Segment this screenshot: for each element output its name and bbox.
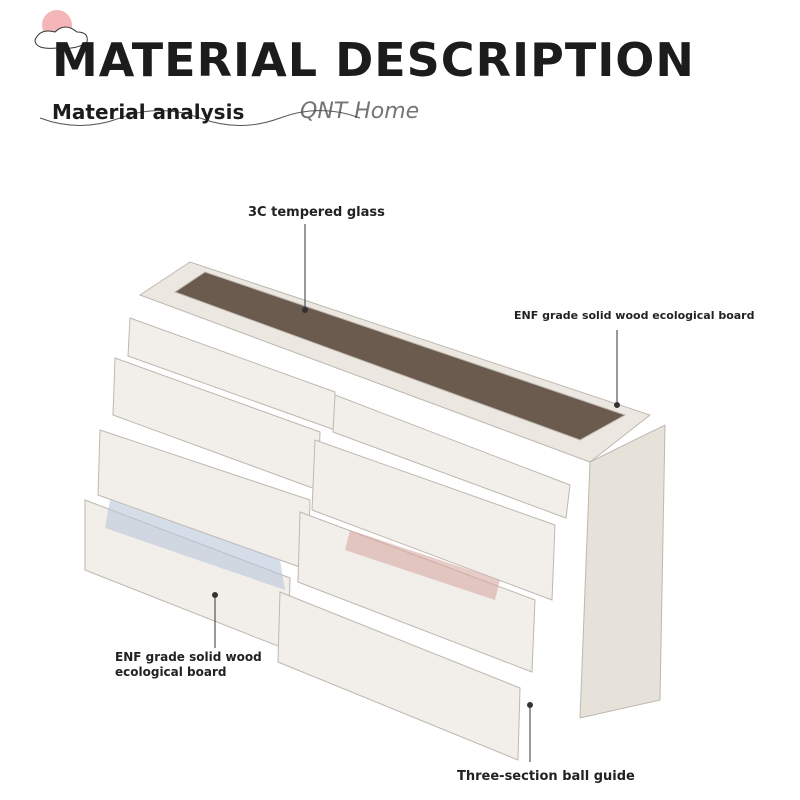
label-glass: 3C tempered glass <box>248 205 385 220</box>
watermark: QNT Home <box>300 99 420 124</box>
wave-line <box>39 110 361 126</box>
page-subtitle: Material analysis <box>52 100 245 124</box>
label-guide: Three-section ball guide <box>457 769 635 784</box>
label-board-left-line1: ENF grade solid wood <box>115 650 262 664</box>
label-board-left: ENF grade solid wood ecological board <box>115 650 262 680</box>
label-board-left-line2: ecological board <box>115 665 227 679</box>
page-title: MATERIAL DESCRIPTION <box>52 33 695 87</box>
label-board-top: ENF grade solid wood ecological board <box>514 309 755 322</box>
dresser-illustration <box>84 261 666 761</box>
sun-cloud-logo <box>34 10 88 49</box>
leader-lines <box>212 224 620 762</box>
